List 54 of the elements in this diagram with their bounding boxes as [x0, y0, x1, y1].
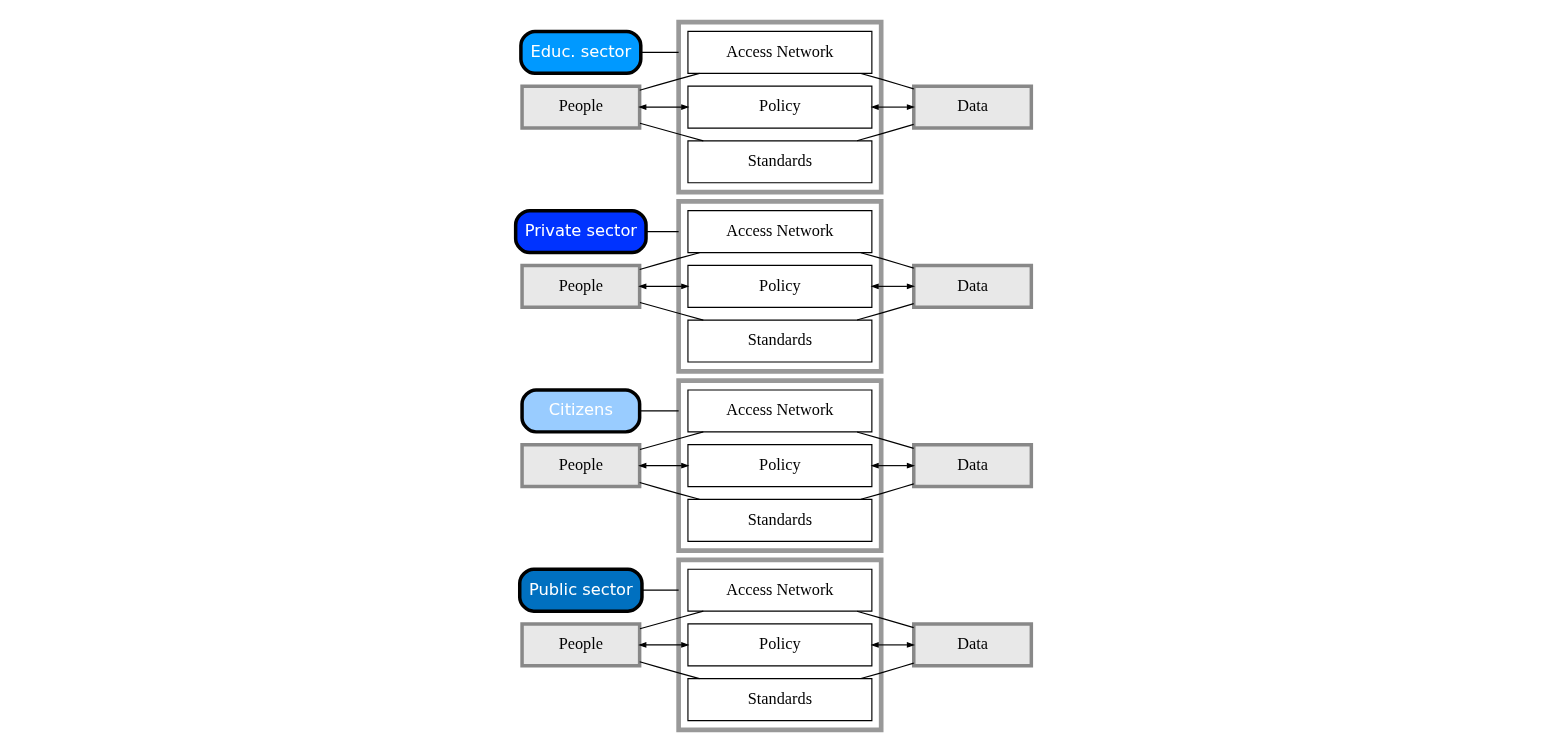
arrow	[870, 462, 915, 469]
node-box: Standards	[687, 498, 873, 542]
cluster	[676, 557, 884, 733]
connector	[856, 303, 915, 321]
node-box: People	[520, 622, 642, 668]
connector	[860, 252, 915, 269]
arrow	[870, 283, 915, 290]
node-box: Public sector	[518, 567, 644, 613]
connector	[856, 123, 915, 142]
cluster	[676, 378, 884, 553]
node-box: Data	[912, 84, 1034, 130]
node-box: Citizens	[520, 388, 642, 434]
node-box: Policy	[687, 264, 873, 308]
node-box: Data	[912, 442, 1034, 489]
connector	[860, 662, 915, 680]
connector	[639, 122, 704, 142]
node-box: People	[520, 84, 642, 130]
arrow	[638, 462, 690, 469]
cluster	[676, 199, 884, 374]
node-box: Educ. sector	[519, 29, 643, 76]
connector	[860, 72, 915, 90]
node-box: Data	[912, 263, 1034, 310]
connector	[639, 301, 704, 321]
connector	[639, 610, 704, 630]
connector	[639, 431, 704, 451]
arrow	[870, 104, 915, 110]
arrow	[638, 283, 690, 290]
node-box: Access Network	[687, 568, 873, 612]
node-box: Access Network	[687, 389, 873, 433]
node-box: People	[520, 263, 642, 310]
node-box: Data	[912, 622, 1034, 668]
arrow	[638, 104, 690, 110]
arrow	[870, 642, 915, 648]
node-box: Policy	[687, 623, 873, 667]
connector	[639, 410, 680, 412]
arrow	[638, 642, 690, 648]
node-box: Access Network	[687, 30, 873, 74]
node-box: Private sector	[513, 208, 648, 255]
node-box: Policy	[687, 444, 873, 488]
connector	[640, 51, 680, 53]
connector	[856, 431, 915, 449]
cluster	[676, 19, 884, 195]
node-box: Standards	[687, 678, 873, 722]
connector	[860, 483, 915, 500]
node-box: Standards	[687, 140, 873, 184]
connector	[641, 589, 680, 591]
connector	[639, 252, 701, 271]
node-box: Access Network	[687, 210, 873, 254]
node-box: Standards	[687, 319, 873, 363]
node-box: Policy	[687, 85, 873, 129]
connector	[639, 72, 701, 91]
connector	[645, 231, 680, 233]
connector	[856, 610, 915, 629]
node-box: People	[520, 442, 642, 489]
